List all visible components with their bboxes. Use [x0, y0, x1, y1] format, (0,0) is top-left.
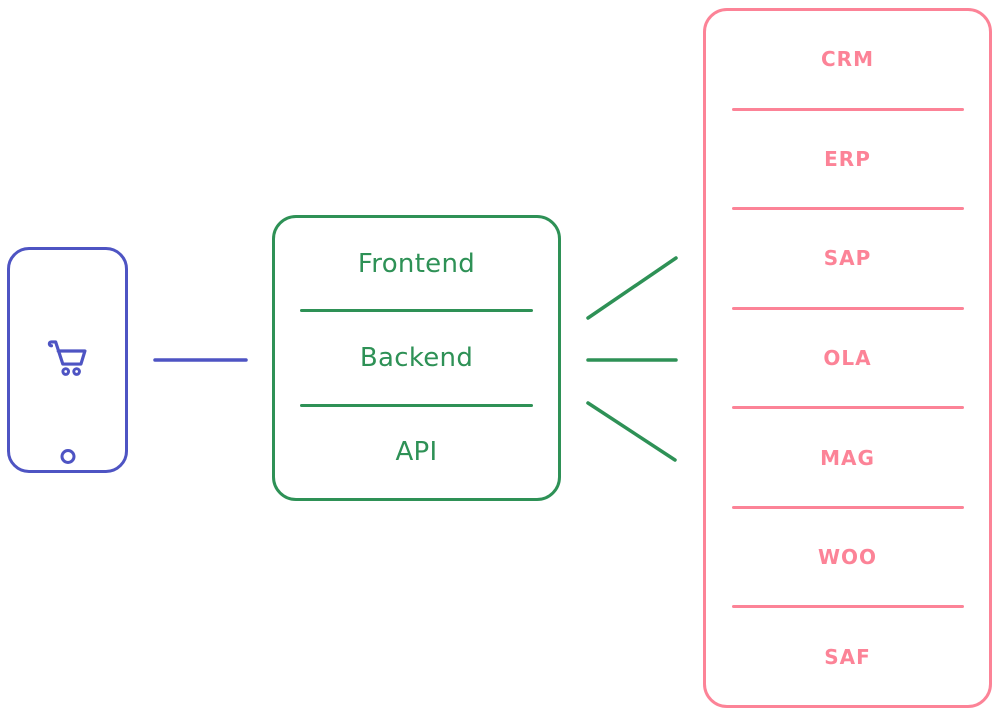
system-item-crm: CRM — [821, 47, 874, 72]
app-layer-api: API — [395, 437, 438, 468]
system-item-saf: SAF — [824, 644, 871, 669]
divider — [731, 505, 964, 509]
systems-box: CRM ERP SAP OLA MAG WOO SAF — [703, 8, 992, 708]
home-button-icon — [60, 449, 75, 464]
divider — [300, 309, 533, 313]
app-stack-box: Frontend Backend API — [272, 215, 561, 501]
divider — [731, 306, 964, 310]
divider — [731, 107, 964, 111]
divider — [731, 605, 964, 609]
app-layer-backend: Backend — [359, 342, 474, 373]
system-item-erp: ERP — [824, 146, 871, 171]
system-item-sap: SAP — [823, 246, 872, 271]
app-layer-frontend: Frontend — [357, 248, 476, 279]
mobile-device — [7, 247, 128, 473]
connector-app-to-systems-lower — [586, 401, 677, 462]
shopping-cart-icon — [47, 340, 87, 376]
system-item-ola: OLA — [823, 346, 872, 371]
divider — [300, 403, 533, 407]
system-item-mag: MAG — [820, 445, 875, 470]
connector-app-to-systems-upper — [586, 256, 678, 320]
system-item-woo: WOO — [817, 545, 878, 570]
divider — [731, 207, 964, 211]
divider — [731, 406, 964, 410]
